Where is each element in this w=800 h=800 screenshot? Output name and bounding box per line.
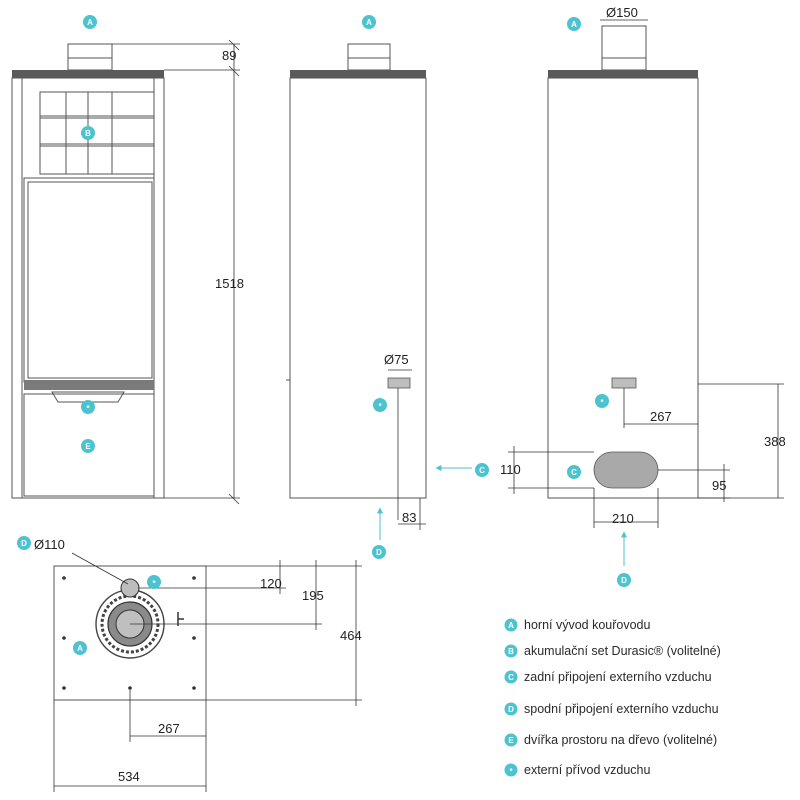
rear-air-connector (387, 377, 411, 389)
oval-opening (593, 451, 659, 489)
badge-a-top: A (73, 641, 87, 655)
legend-text-b: akumulační set Durasic® (volitelné) (524, 644, 721, 658)
badge-star-top: * (147, 575, 161, 589)
legend-item-a: A horní vývod kouřovodu (504, 618, 651, 632)
legend-item-b: B akumulační set Durasic® (volitelné) (504, 644, 721, 658)
svg-text:E: E (85, 442, 91, 451)
back-flue-pipe (601, 25, 647, 71)
front-view: 89 1518 (11, 39, 244, 505)
svg-text:B: B (508, 647, 514, 656)
dim-top-width: 534 (118, 769, 140, 784)
dim-rear-air-height: 110 (500, 462, 521, 477)
front-grate (24, 380, 154, 390)
svg-text:B: B (85, 129, 91, 138)
top-view: Ø110 120 195 464 267 534 (34, 537, 362, 792)
svg-text:*: * (509, 767, 513, 776)
front-glass-door (27, 181, 153, 379)
svg-text:A: A (87, 18, 93, 27)
svg-text:A: A (571, 20, 577, 29)
dim-top-depth: 464 (340, 628, 362, 643)
legend-text-a: horní vývod kouřovodu (524, 618, 651, 632)
svg-text:C: C (508, 673, 514, 682)
svg-text:A: A (77, 644, 83, 653)
svg-text:*: * (152, 579, 156, 588)
dim-rear-air-offset: 83 (402, 510, 416, 525)
back-body (547, 77, 699, 499)
badge-c-side: C (475, 463, 489, 477)
svg-text:A: A (508, 621, 514, 630)
side-body (289, 77, 427, 499)
legend-text-e: dvířka prostoru na dřevo (volitelné) (524, 733, 717, 747)
front-top-plate (12, 70, 164, 78)
svg-text:*: * (378, 402, 382, 411)
legend: A horní vývod kouřovodu B akumulační set… (504, 618, 721, 777)
side-top-plate (290, 70, 426, 78)
badge-a-side: A (362, 15, 376, 29)
svg-text:C: C (479, 466, 485, 475)
badge-d-top: D (17, 536, 31, 550)
badge-star-back: * (595, 394, 609, 408)
badge-star-side: * (373, 398, 387, 412)
back-view: Ø150 267 388 110 95 210 (500, 5, 786, 566)
dim-oval-width: 210 (612, 511, 634, 526)
svg-text:*: * (86, 404, 90, 413)
svg-text:D: D (376, 548, 382, 557)
badge-d-back: D (617, 573, 631, 587)
dim-bottom-air-diameter: Ø110 (34, 537, 65, 552)
dim-top-offset-120: 120 (260, 576, 282, 591)
svg-text:D: D (621, 576, 627, 585)
dim-back-bottom-height: 95 (712, 478, 726, 493)
legend-item-star: * externí přívod vzduchu (504, 763, 651, 777)
dim-top-offset-195: 195 (302, 588, 324, 603)
badge-a-back: A (567, 17, 581, 31)
svg-text:C: C (571, 468, 577, 477)
svg-text:A: A (366, 18, 372, 27)
dim-top-offset-267: 267 (158, 721, 180, 736)
front-handle (51, 391, 125, 403)
side-view: Ø75 83 (286, 43, 472, 540)
svg-text:E: E (508, 736, 514, 745)
dim-back-air-offset: 267 (650, 409, 672, 424)
legend-item-d: D spodní připojení externího vzduchu (504, 702, 719, 716)
wood-compartment (23, 393, 155, 497)
legend-text-star: externí přívod vzduchu (524, 763, 651, 777)
badge-c-back: C (567, 465, 581, 479)
badge-star-front: * (81, 400, 95, 414)
dim-flue-diameter: Ø150 (606, 5, 638, 20)
svg-text:D: D (21, 539, 27, 548)
side-flue-pipe (347, 43, 391, 71)
front-body (11, 77, 165, 499)
accumulation-set (39, 91, 155, 175)
legend-item-e: E dvířka prostoru na dřevo (volitelné) (504, 733, 717, 747)
badge-b-front: B (81, 126, 95, 140)
dim-flue-height: 89 (222, 48, 236, 63)
svg-text:D: D (508, 705, 514, 714)
front-flue-pipe (67, 43, 113, 71)
legend-item-c: C zadní připojení externího vzduchu (504, 670, 712, 684)
back-top-plate (548, 70, 698, 78)
badge-a-front: A (83, 15, 97, 29)
legend-text-d: spodní připojení externího vzduchu (524, 702, 719, 716)
legend-text-c: zadní připojení externího vzduchu (524, 670, 712, 684)
dim-back-air-height: 388 (764, 434, 786, 449)
svg-text:*: * (600, 398, 604, 407)
dim-rear-air-diameter: Ø75 (384, 352, 409, 367)
back-air-connector (611, 377, 637, 389)
badge-e-front: E (81, 439, 95, 453)
badge-d-side: D (372, 545, 386, 559)
dim-total-height: 1518 (215, 276, 244, 291)
